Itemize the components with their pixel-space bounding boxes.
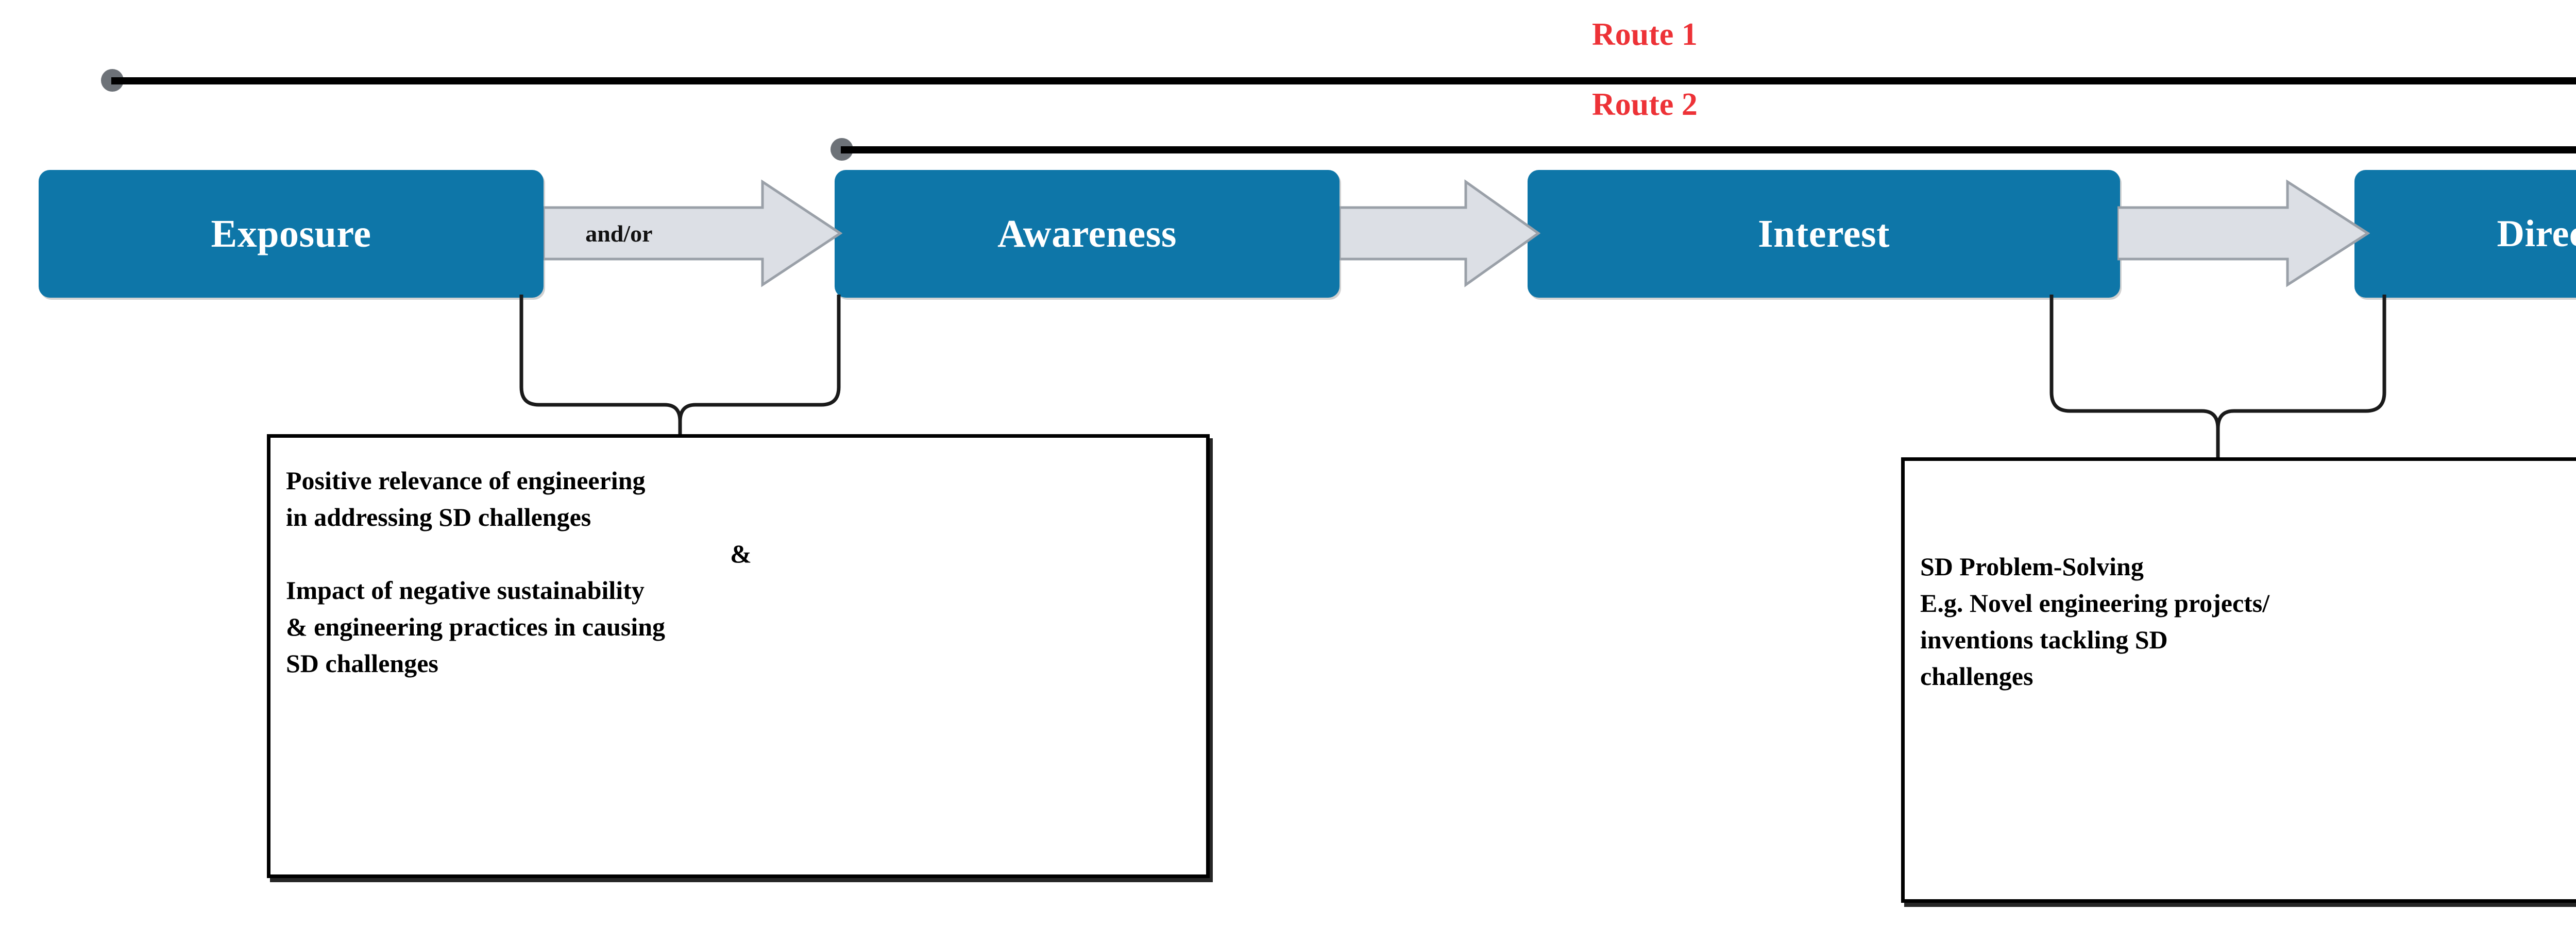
brace-interest-direct-involvement <box>2040 295 2396 459</box>
note-left-line-6: SD challenges <box>286 649 438 678</box>
route-1-label: Route 1 <box>1592 17 1698 52</box>
note-box-left: Positive relevance of engineering in add… <box>267 434 1210 878</box>
stage-box-exposure[interactable]: Exposure <box>39 170 544 298</box>
curly-brace-icon <box>2049 295 2386 459</box>
note-left-line-4: Impact of negative sustainability <box>286 576 645 605</box>
route-2-line <box>841 146 2576 153</box>
note-right-line-4: challenges <box>1920 662 2033 691</box>
note-left-line-5: & engineering practices in causing <box>286 612 666 641</box>
note-right-line-3: inventions tackling SD <box>1920 625 2168 654</box>
block-arrow-shape-icon <box>1340 179 1540 287</box>
stage-label-awareness: Awareness <box>997 212 1177 255</box>
route-2-label: Route 2 <box>1592 87 1698 122</box>
stage-label-exposure: Exposure <box>211 212 371 255</box>
route-1-line <box>111 77 2576 84</box>
connector-label-and-or: and/or <box>585 220 653 247</box>
note-left-line-3: & <box>730 539 752 568</box>
brace-exposure-awareness <box>510 295 850 439</box>
note-right-line-2: E.g. Novel engineering projects/ <box>1920 589 2270 617</box>
connector-arrow-interest-to-direct-involvement <box>2117 179 2370 288</box>
note-left-line-1: Positive relevance of engineering <box>286 466 646 495</box>
block-arrow-shape-icon <box>544 179 842 287</box>
connector-arrow-awareness-to-interest <box>1340 179 1540 288</box>
stage-box-interest[interactable]: Interest <box>1528 170 2120 298</box>
stage-label-interest: Interest <box>1758 212 1890 255</box>
stage-box-awareness[interactable]: Awareness <box>835 170 1340 298</box>
block-arrow-shape-icon <box>2117 179 2370 287</box>
note-right-line-1: SD Problem-Solving <box>1920 552 2144 581</box>
note-box-right: SD Problem-Solving E.g. Novel engineerin… <box>1901 457 2576 903</box>
connector-arrow-exposure-to-awareness: and/or <box>544 179 842 288</box>
stage-label-direct-involvement: Direct Involvement <box>2497 213 2576 255</box>
note-left-line-2: in addressing SD challenges <box>286 503 591 531</box>
curly-brace-icon <box>519 295 841 439</box>
stage-box-direct-involvement[interactable]: Direct Involvement <box>2354 170 2576 298</box>
